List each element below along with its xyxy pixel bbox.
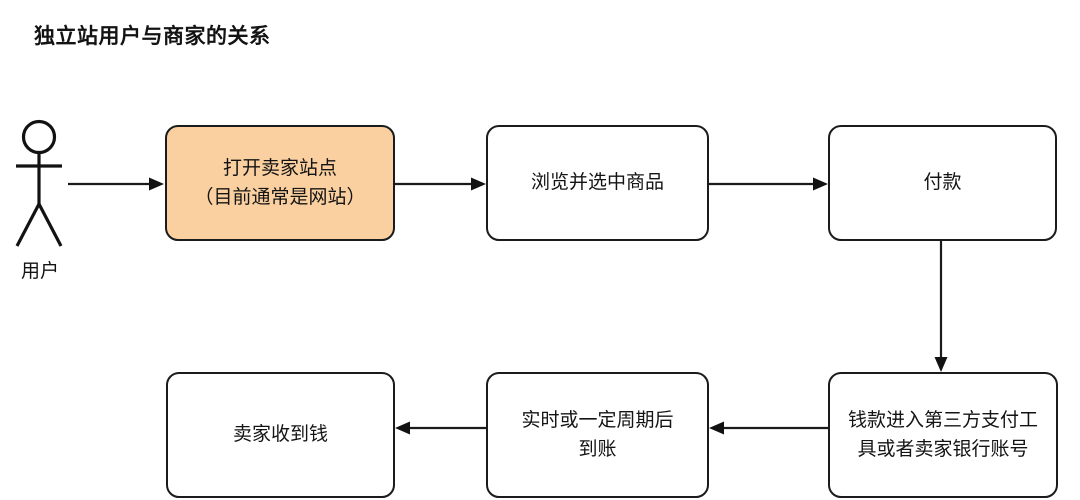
node-seller-receives-money-label: 卖家收到钱 — [232, 424, 328, 446]
node-funds-to-third-party[interactable]: 钱款进入第三方支付工 具或者卖家银行账号 — [828, 372, 1058, 498]
edge-open-site-to-browse — [395, 177, 486, 191]
node-payment-label: 付款 — [923, 172, 962, 194]
node-seller-receives-money[interactable]: 卖家收到钱 — [166, 372, 395, 498]
edge-payment-to-funds — [934, 240, 948, 372]
edge-funds-to-arrival — [709, 421, 828, 435]
node-payment[interactable]: 付款 — [828, 125, 1057, 241]
node-realtime-or-cycle-arrival[interactable]: 实时或一定周期后 到账 — [486, 372, 709, 498]
edge-actor-to-open-site — [68, 177, 164, 191]
node-funds-to-third-party-label: 钱款进入第三方支付工 具或者卖家银行账号 — [847, 409, 1038, 460]
node-open-seller-site[interactable]: 打开卖家站点 （目前通常是网站） — [165, 125, 395, 241]
node-browse-select-product-label: 浏览并选中商品 — [530, 172, 664, 194]
page-title: 独立站用户与商家的关系 — [34, 25, 271, 48]
node-open-seller-site-label: 打开卖家站点 （目前通常是网站） — [194, 157, 366, 208]
user-actor-label: 用户 — [20, 261, 59, 282]
user-actor-icon — [15, 119, 63, 247]
node-browse-select-product[interactable]: 浏览并选中商品 — [486, 125, 709, 241]
node-realtime-or-cycle-arrival-label: 实时或一定周期后 到账 — [521, 409, 674, 460]
edge-browse-to-payment — [709, 177, 828, 191]
edge-arrival-to-seller — [395, 421, 486, 435]
